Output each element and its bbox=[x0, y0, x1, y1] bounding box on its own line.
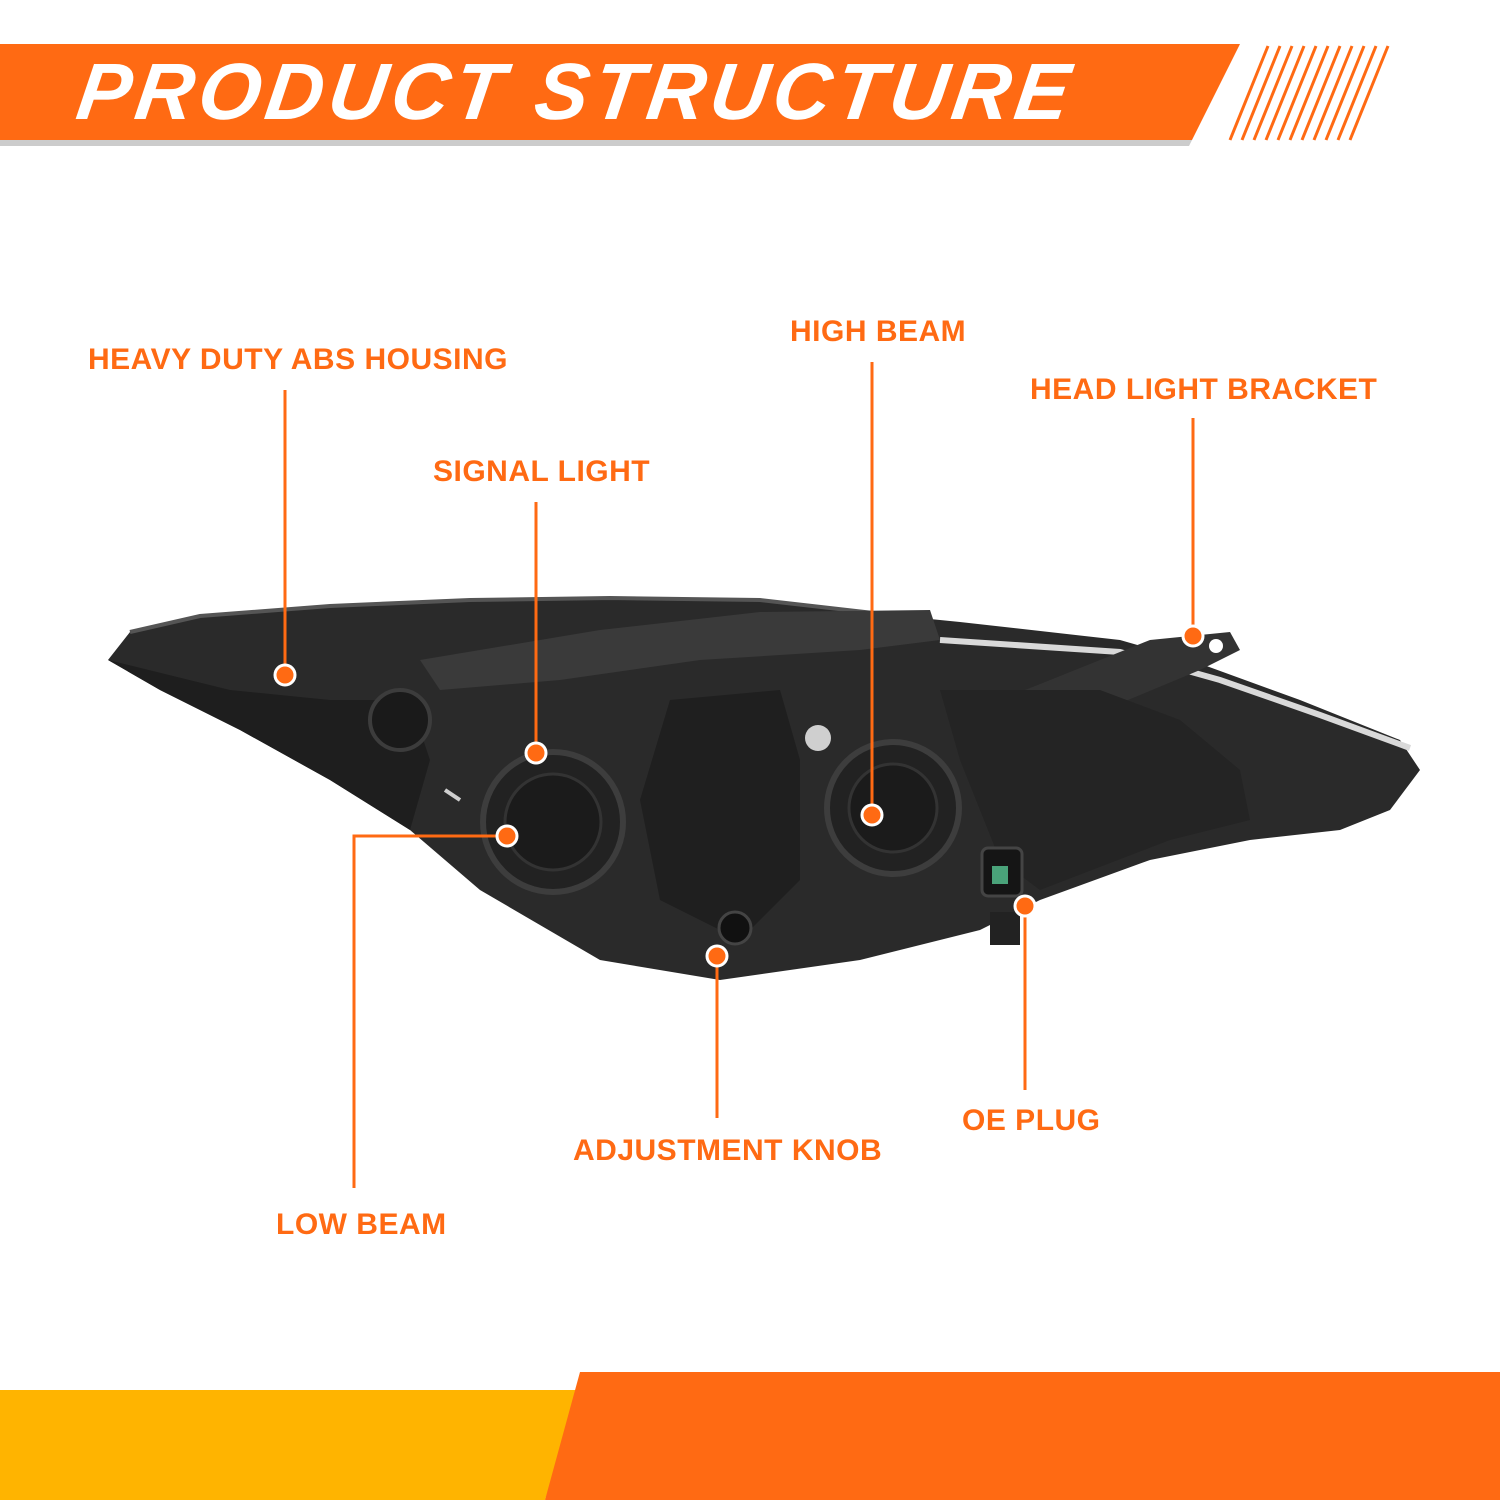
header-banner-shadow bbox=[0, 140, 1192, 146]
header-banner bbox=[0, 44, 1240, 140]
label-head-light-bracket: HEAD LIGHT BRACKET bbox=[1030, 373, 1378, 406]
right-block bbox=[940, 690, 1250, 890]
page-title: PRODUCT STRUCTURE bbox=[71, 47, 1081, 136]
bracket-hole bbox=[1209, 639, 1223, 653]
label-signal-light: SIGNAL LIGHT bbox=[433, 455, 651, 488]
lens-edge bbox=[939, 637, 1412, 751]
callout-dots bbox=[273, 624, 1205, 968]
dot-housing bbox=[273, 663, 297, 687]
label-low-beam: LOW BEAM bbox=[276, 1208, 447, 1241]
footer-orange bbox=[545, 1372, 1500, 1500]
dot-low-beam bbox=[495, 824, 519, 848]
label-heavy-duty-abs-housing: HEAVY DUTY ABS HOUSING bbox=[88, 343, 508, 376]
label-oe-plug: OE PLUG bbox=[962, 1104, 1101, 1137]
top-shield bbox=[420, 610, 940, 690]
center-block bbox=[640, 690, 800, 940]
dot-plug bbox=[1013, 894, 1037, 918]
callout-leaders bbox=[283, 362, 1195, 1188]
housing-top-edge bbox=[129, 595, 901, 634]
highlight-lip bbox=[443, 788, 462, 802]
plug-mount-tab bbox=[990, 912, 1020, 945]
leveler-nub bbox=[805, 725, 831, 751]
label-high-beam: HIGH BEAM bbox=[790, 315, 967, 348]
dot-high-beam bbox=[860, 803, 884, 827]
header-stripes bbox=[1228, 45, 1390, 141]
footer-yellow bbox=[0, 1390, 580, 1500]
dot-signal bbox=[524, 741, 548, 765]
dot-bracket bbox=[1181, 624, 1205, 648]
label-adjustment-knob: ADJUSTMENT KNOB bbox=[573, 1134, 883, 1167]
adjuster-knob bbox=[717, 910, 753, 946]
dot-knob bbox=[705, 944, 729, 968]
headlight-assembly bbox=[108, 595, 1420, 980]
signal-socket bbox=[368, 688, 432, 752]
housing-front-shade bbox=[108, 660, 430, 830]
